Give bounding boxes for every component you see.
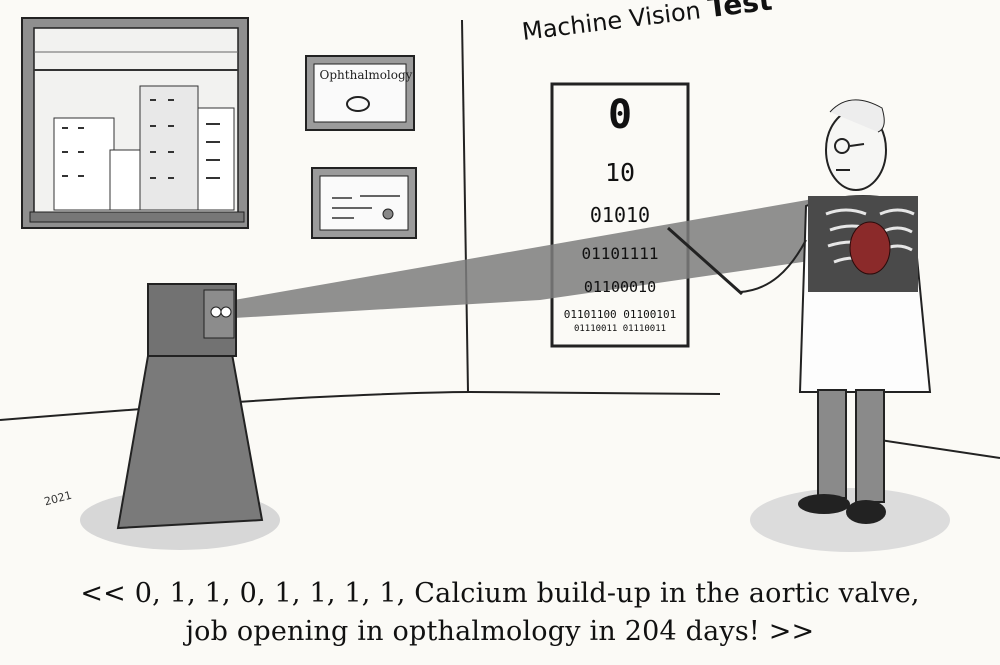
eye-chart-line: 01100010 bbox=[583, 278, 657, 296]
machine bbox=[80, 283, 280, 550]
eye-chart-board bbox=[550, 82, 690, 348]
room-lines bbox=[0, 19, 1000, 459]
eye-chart-line: 0 bbox=[607, 92, 633, 138]
eye-chart-line: 01010 bbox=[589, 203, 651, 227]
eye-chart-line: 01110011 01110011 bbox=[573, 324, 667, 334]
window bbox=[21, 17, 249, 229]
caption-line-1: << 0, 1, 1, 0, 1, 1, 1, 1, Calcium build… bbox=[80, 578, 920, 609]
frame-label: Ophthalmology bbox=[319, 68, 413, 82]
doctor bbox=[667, 99, 950, 552]
diploma-frame bbox=[311, 167, 417, 239]
light-beam bbox=[234, 196, 830, 318]
eye-chart-line: 01101100 01100101 bbox=[563, 308, 677, 321]
ophthalmology-frame bbox=[305, 55, 415, 131]
caption-line-2: job opening in opthalmology in 204 days!… bbox=[185, 616, 815, 647]
eye-chart-line: 10 bbox=[604, 158, 636, 187]
eye-chart-line: 01101111 bbox=[581, 244, 659, 263]
